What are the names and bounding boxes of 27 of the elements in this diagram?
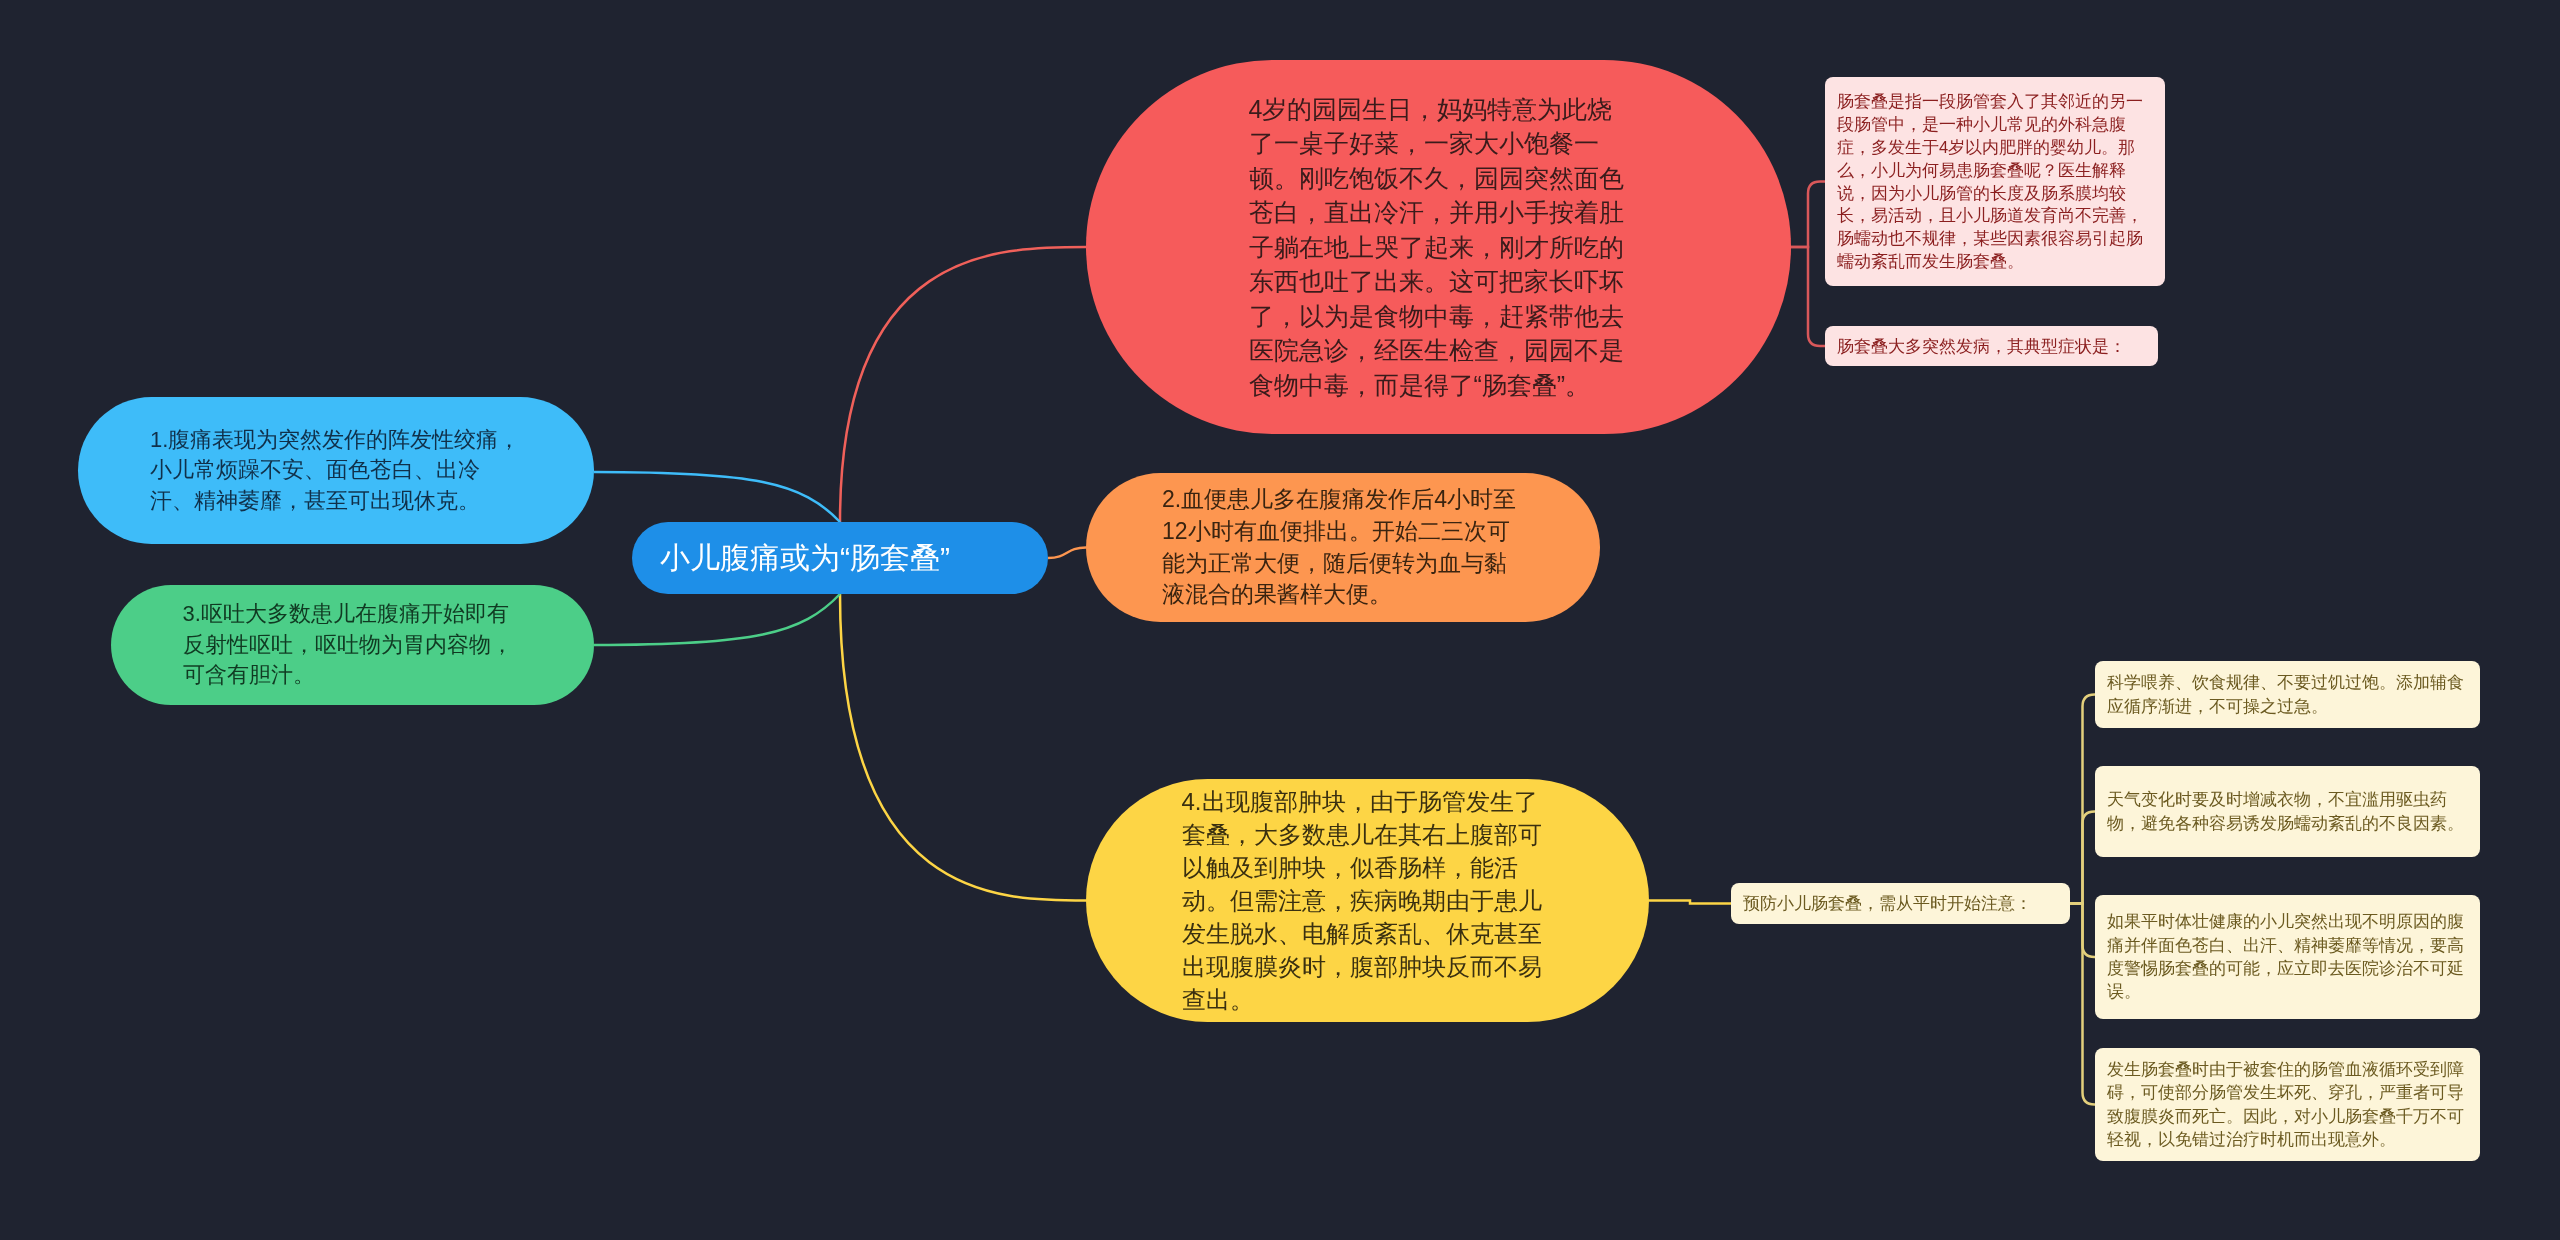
note-box [2095, 661, 2480, 728]
node-text: 4岁的园园生日，妈妈特意为此烧了一桌子好菜，一家大小饱餐一顿。刚吃饱饭不久，园园突然面色苍白，直出冷汗，并用小手按着肚子躺在地上哭了起来，刚才所吃的东西也吐了出来。这可把家长吓坏了，以为是食物中毒，赶紧带他去医院急诊，经医生检查，园园不是食物中毒，而是得了“肠套叠”。 [1248, 93, 1625, 401]
node-text: 发生肠套叠时由于被套住的肠管血液循环受到障碍，可使部分肠管发生坏死、穿孔，严重者可导致腹膜炎而死亡。因此，对小儿肠套叠千万不可轻视，以免错过治疗时机而出现意外。 [2106, 1058, 2465, 1151]
node-text: 科学喂养、饮食规律、不要过饥过饱。添加辅食应循序渐进，不可操之过急。 [2106, 672, 2465, 718]
connector-line [594, 470, 841, 523]
note-box [1825, 77, 2165, 286]
node-text: 4.出现腹部肿块，由于肠管发生了套叠，大多数患儿在其右上腹部可以触及到肿块，似香肠样，能活动。但需注意，疾病晚期由于患儿发生脱水、电解质紊乱、休克甚至出现腹膜炎时，腹部肿块反而不易查出。 [1181, 786, 1543, 1016]
connector-line [1047, 546, 1087, 560]
note-box [2095, 766, 2480, 857]
node-text: 肠套叠大多突然发病，其典型症状是： [1836, 335, 2127, 357]
connector-line [594, 593, 841, 647]
node-text: 天气变化时要及时增减衣物，不宜滥用驱虫药物，避免各种容易诱发肠蠕动紊乱的不良因素。 [2106, 789, 2465, 835]
node-text: 小儿腹痛或为“肠套叠” [660, 540, 951, 577]
note-box [2095, 895, 2480, 1019]
node-text: 3.呕吐大多数患儿在腹痛开始即有反射性呕吐，呕吐物为胃内容物，可含有胆汁。 [182, 600, 514, 690]
connector-line [2070, 902, 2096, 1106]
node-text: 预防小儿肠套叠，需从平时开始注意： [1742, 892, 2033, 915]
node-text: 如果平时体壮健康的小儿突然出现不明原因的腹痛并伴面色苍白、出汗、精神萎靡等情况，要高度警惕肠套叠的可能，应立即去医院诊治不可延误。 [2106, 911, 2465, 1004]
connector-line [1649, 899, 1731, 905]
node-text: 1.腹痛表现为突然发作的阵发性绞痛，小儿常烦躁不安、面色苍白、出冷汗、精神萎靡，甚至可出现休克。 [150, 425, 522, 515]
connector-line [838, 593, 1086, 902]
note-box [1825, 326, 2158, 366]
node-text: 2.血便患儿多在腹痛发作后4小时至12小时有血便排出。开始二三次可能为正常大便，随后便转为血与黏液混合的果酱样大便。 [1162, 485, 1517, 610]
node-text: 肠套叠是指一段肠管套入了其邻近的另一段肠管中，是一种小儿常见的外科急腹症，多发生于4岁以内肥胖的婴幼儿。那么，小儿为何易患肠套叠呢？医生解释说，因为小儿肠管的长度及肠系膜均较长，易活动，且小儿肠道发育尚不完善，肠蠕动也不规律，某些因素很容易引起肠蠕动紊乱而发生肠套叠。 [1837, 91, 2144, 272]
note-box [1731, 883, 2070, 924]
connector-line [838, 245, 1086, 523]
note-box [2095, 1048, 2480, 1161]
